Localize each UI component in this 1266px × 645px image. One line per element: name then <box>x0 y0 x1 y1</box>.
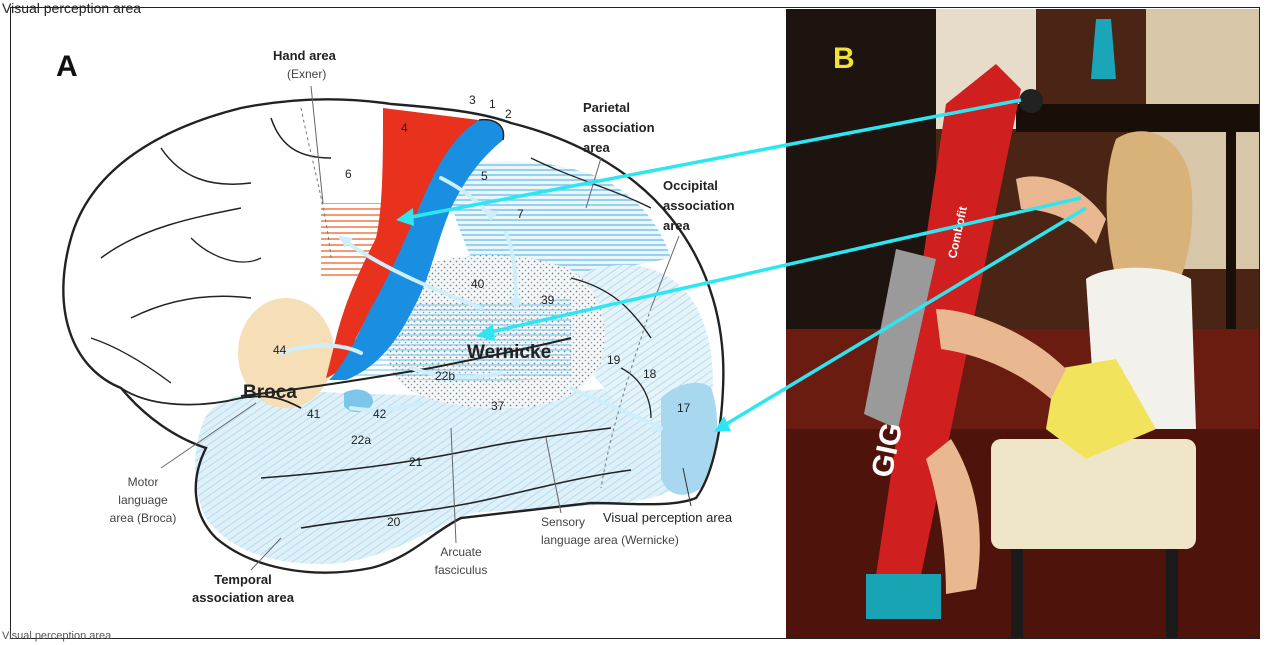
panel-a-label: A <box>56 50 78 83</box>
area-number: 4 <box>401 121 408 135</box>
area-number: 44 <box>273 343 287 357</box>
figure-frame: A Hand area (Exner) Parietal association… <box>10 7 1260 639</box>
temporal-label-2: association area <box>192 590 295 605</box>
temporal-label-1: Temporal <box>214 572 272 587</box>
area-number: 5 <box>481 169 488 183</box>
area-number: 19 <box>607 353 621 367</box>
area-number: 22a <box>351 433 371 447</box>
handle-knob <box>1019 89 1043 113</box>
parietal-label-1: Parietal <box>583 100 630 115</box>
motor-language-label-1: Motor <box>128 475 159 489</box>
hand-area-label: Hand area <box>273 48 337 63</box>
area-number: 21 <box>409 455 423 469</box>
area-number: 18 <box>643 367 657 381</box>
motor-language-label-2: language <box>118 493 168 507</box>
area-number: 6 <box>345 167 352 181</box>
arcuate-label-1: Arcuate <box>440 545 482 559</box>
area-number: 1 <box>489 97 496 111</box>
occipital-label-3: area <box>663 218 691 233</box>
visual-cortex <box>661 383 717 495</box>
occipital-label-1: Occipital <box>663 178 718 193</box>
area-number: 22b <box>435 369 455 383</box>
area-number: 3 <box>469 93 476 107</box>
area-number: 40 <box>471 277 485 291</box>
area-number: 17 <box>677 401 691 415</box>
exner-label: (Exner) <box>287 67 326 81</box>
visual-perception-label: Visual perception area <box>603 510 733 525</box>
area-number: 41 <box>307 407 321 421</box>
brain-diagram: A Hand area (Exner) Parietal association… <box>11 8 786 639</box>
occipital-label-2: association <box>663 198 735 213</box>
broca-label: Broca <box>243 382 297 403</box>
parietal-label-2: association <box>583 120 655 135</box>
area-number: 37 <box>491 399 505 413</box>
area-number: 2 <box>505 107 512 121</box>
motor-language-label-3: area (Broca) <box>110 511 177 525</box>
area-number: 7 <box>517 207 524 221</box>
page-title: Visual perception area <box>2 0 141 16</box>
photo-panel: GIG Combofit <box>786 9 1260 639</box>
sensory-label-2: language area (Wernicke) <box>541 533 679 547</box>
bottom-title: Visual perception area <box>2 630 111 642</box>
wernicke-label: Wernicke <box>467 342 551 363</box>
sensory-label-1: Sensory <box>541 515 585 529</box>
area-number: 42 <box>373 407 387 421</box>
area-number: 39 <box>541 293 555 307</box>
arcuate-label-2: fasciculus <box>435 563 488 577</box>
parietal-label-3: area <box>583 140 611 155</box>
area-number: 20 <box>387 515 401 529</box>
